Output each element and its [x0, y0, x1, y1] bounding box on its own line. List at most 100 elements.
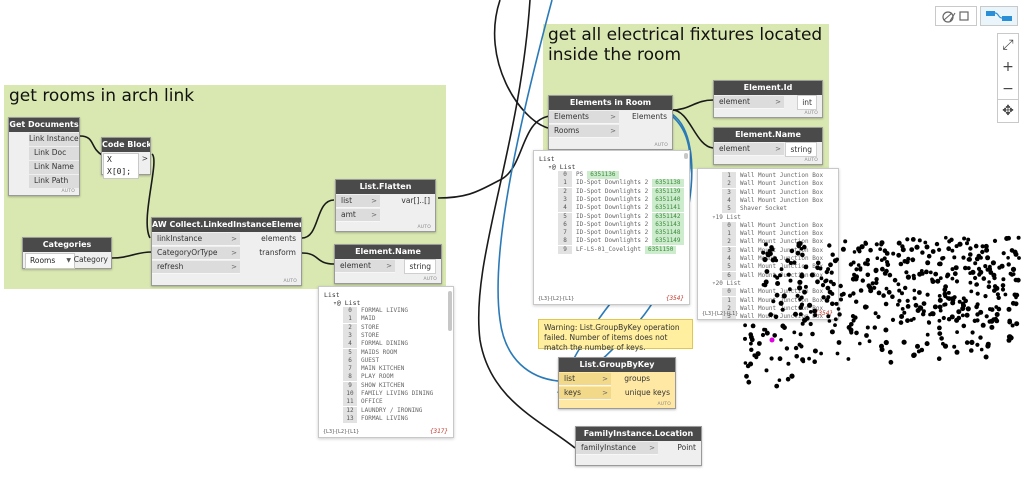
input-port-category-or-type[interactable]: CategoryOrType>	[152, 247, 240, 260]
preview-scrollbar[interactable]	[448, 291, 452, 331]
input-port-element[interactable]: element>	[714, 96, 784, 109]
input-port-link-instance[interactable]: linkInstance>	[152, 233, 240, 246]
point-marker	[903, 285, 908, 291]
output-port-elements[interactable]: Elements	[632, 112, 667, 121]
output-port[interactable]: >	[141, 154, 148, 163]
list-index: 1	[722, 172, 736, 180]
point-marker	[851, 291, 856, 296]
list-value: STORE	[361, 323, 380, 331]
point-marker	[968, 280, 973, 285]
input-port-list[interactable]: list>	[559, 373, 611, 386]
point-marker	[834, 301, 839, 306]
node-get-documents[interactable]: Get Documents Link Instance Link Doc Lin…	[8, 117, 80, 196]
point-marker	[872, 285, 877, 290]
point-marker	[980, 249, 985, 255]
background-preview-toggle[interactable]	[935, 6, 977, 26]
point-marker	[872, 325, 877, 330]
pan-button[interactable]: ✥	[1002, 103, 1014, 119]
point-marker	[911, 273, 916, 278]
node-element-name-fixtures[interactable]: Element.Name element> string AUTO	[713, 127, 823, 165]
node-collect-linked-instance-elements[interactable]: AW Collect.LinkedInstanceElements linkIn…	[151, 217, 302, 286]
zoom-fit-button[interactable]: ⤢	[1002, 37, 1014, 53]
port-label: familyInstance	[581, 443, 637, 452]
port-label: Elements	[554, 112, 589, 121]
point-marker	[952, 295, 957, 300]
auto-label: AUTO	[804, 111, 818, 116]
point-marker	[905, 274, 912, 280]
list-value: ▿20 List	[712, 279, 741, 287]
input-port-element[interactable]: element>	[335, 260, 395, 273]
node-title: FamilyInstance.Location	[576, 427, 701, 441]
output-port-link-path[interactable]: Link Path	[29, 175, 79, 188]
chevron-right-icon: >	[371, 197, 377, 205]
list-index: 2	[722, 180, 736, 189]
preview-scrollbar[interactable]	[684, 153, 688, 159]
input-port-list[interactable]: list>	[336, 195, 380, 208]
input-port-amt[interactable]: amt>	[336, 209, 380, 222]
node-list-flatten[interactable]: List.Flatten list> amt> var[]..[] AUTO	[335, 179, 436, 232]
point-marker	[905, 298, 910, 303]
output-port-link-doc[interactable]: Link Doc	[29, 147, 79, 160]
point-marker	[950, 276, 955, 281]
output-type-string[interactable]: string	[404, 259, 436, 274]
node-family-instance-location[interactable]: FamilyInstance.Location familyInstance> …	[575, 426, 702, 466]
port-label: element	[719, 144, 750, 153]
graph-view-toggle[interactable]	[980, 6, 1018, 26]
point-marker	[961, 255, 966, 260]
node-list-group-by-key[interactable]: List.GroupByKey list> keys> groups uniqu…	[558, 357, 676, 409]
node-element-name-rooms[interactable]: Element.Name element> string AUTO	[334, 244, 442, 284]
output-port-link-name[interactable]: Link Name	[29, 161, 79, 174]
point-marker	[854, 267, 859, 272]
point-marker	[947, 239, 952, 244]
point-marker	[898, 261, 904, 267]
output-port-groups[interactable]: groups	[624, 374, 650, 383]
output-port-unique-keys[interactable]: unique keys	[624, 388, 670, 397]
output-port-elements[interactable]: elements	[261, 234, 296, 243]
input-port-refresh[interactable]: refresh>	[152, 261, 240, 274]
zoom-out-button[interactable]: −	[1002, 81, 1014, 97]
wire	[301, 199, 335, 239]
point-marker	[965, 241, 969, 246]
node-elements-in-room[interactable]: Elements in Room Elements> Rooms> Elemen…	[548, 95, 673, 150]
node-code-block[interactable]: Code Block X X[0]; >	[101, 137, 151, 179]
point-marker	[1004, 236, 1010, 241]
point-marker	[978, 269, 984, 275]
zoom-in-button[interactable]: +	[1002, 59, 1014, 75]
list-value: OFFICE	[361, 398, 383, 406]
output-port-var[interactable]: var[]..[]	[401, 196, 430, 205]
output-port-link-instance[interactable]: Link Instance	[29, 133, 79, 146]
point-marker	[825, 285, 831, 291]
category-dropdown[interactable]: Rooms ▼	[25, 253, 75, 269]
point-marker	[996, 295, 1001, 300]
point-marker	[911, 352, 917, 358]
list-value: Wall Mount Junction Box	[740, 221, 824, 229]
point-marker	[978, 335, 983, 340]
input-port-rooms[interactable]: Rooms>	[549, 125, 619, 138]
element-id-badge: 6351138	[652, 179, 684, 188]
output-type-string[interactable]: string	[785, 142, 817, 157]
input-port-elements[interactable]: Elements>	[549, 111, 619, 124]
point-marker	[985, 255, 991, 261]
point-marker	[896, 282, 901, 287]
point-marker	[864, 333, 869, 338]
input-port-keys[interactable]: keys>	[559, 387, 611, 400]
auto-label: AUTO	[61, 189, 75, 194]
input-port-element[interactable]: element>	[714, 143, 784, 156]
output-port-category[interactable]: Category	[73, 255, 108, 264]
input-port-family-instance[interactable]: familyInstance>	[576, 442, 658, 455]
node-categories[interactable]: Categories Rooms ▼ Category	[22, 237, 112, 269]
output-port-point[interactable]: Point	[677, 443, 696, 452]
output-port-transform[interactable]: transform	[259, 248, 296, 257]
node-element-id[interactable]: Element.Id element> int AUTO	[713, 80, 823, 118]
list-index: 2	[343, 323, 357, 332]
point-marker	[786, 361, 791, 366]
code-editor[interactable]: X X[0];	[103, 153, 139, 179]
auto-label: AUTO	[423, 277, 437, 282]
output-type-int[interactable]: int	[797, 95, 817, 110]
